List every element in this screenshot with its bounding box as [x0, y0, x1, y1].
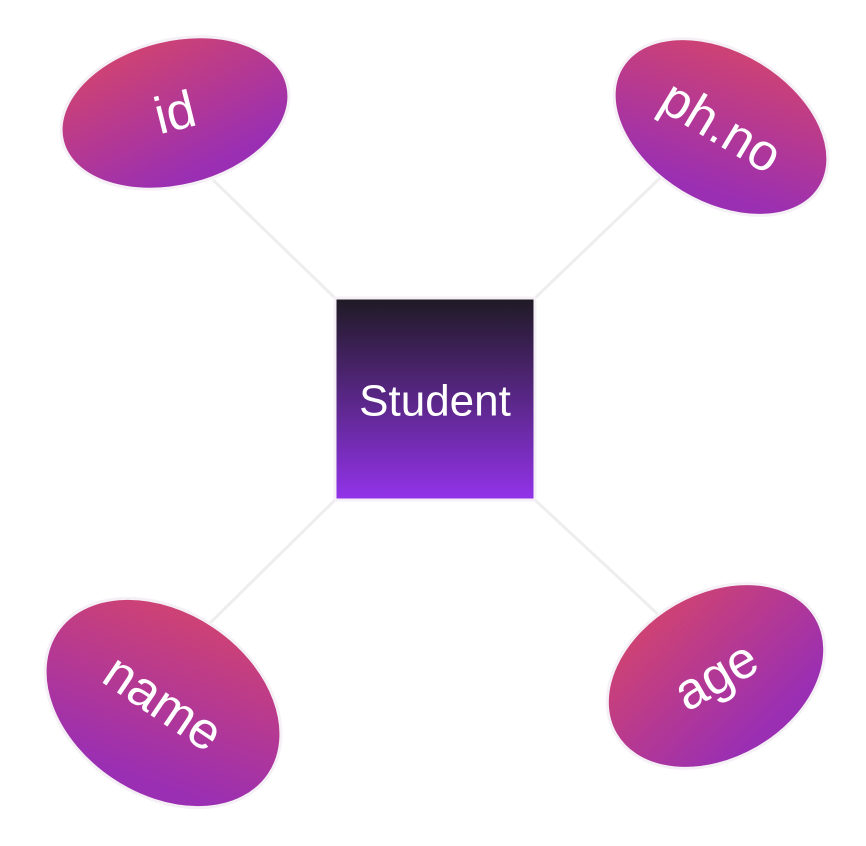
attribute-age: age — [605, 582, 827, 770]
entity-student-label: Student — [359, 377, 511, 426]
connector-name — [203, 498, 337, 630]
entity-student: Student — [333, 296, 537, 502]
connectors — [203, 176, 664, 630]
connector-id — [211, 178, 337, 300]
connector-age — [533, 498, 664, 620]
attribute-ph-no: ph.no — [612, 37, 830, 217]
attribute-id: id — [59, 35, 291, 191]
attribute-name: name — [43, 596, 283, 810]
connector-ph-no — [533, 176, 662, 300]
